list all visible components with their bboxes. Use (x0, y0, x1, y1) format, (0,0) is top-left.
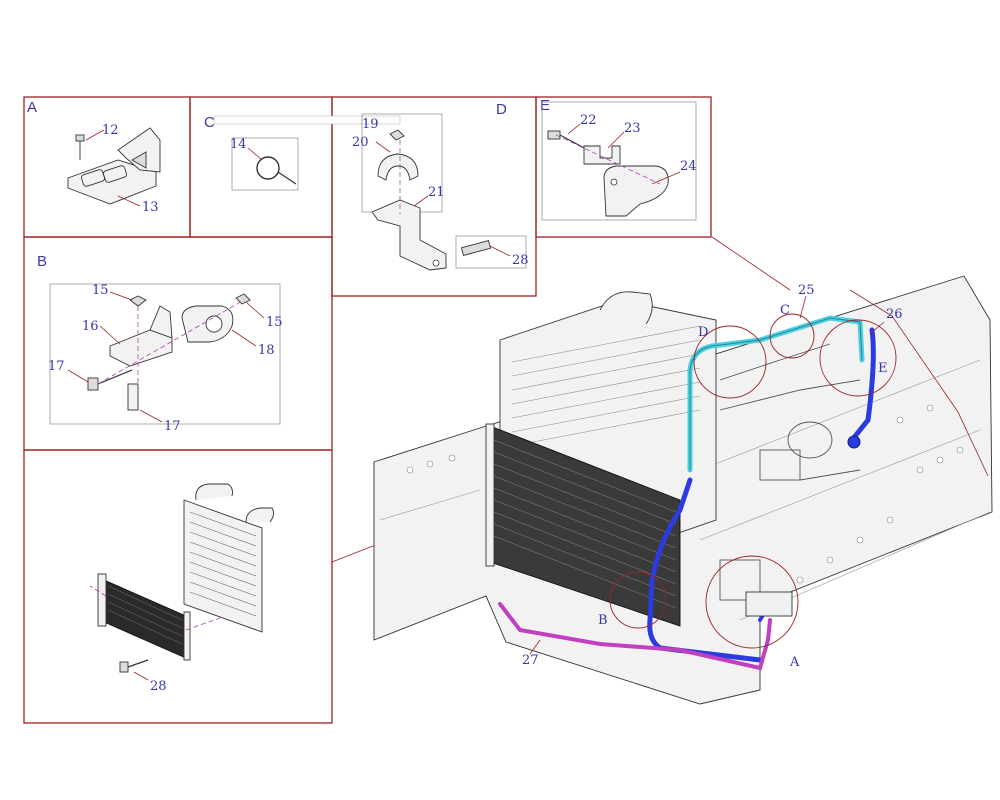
gusset (131, 151, 147, 169)
region-label-d: D (698, 325, 708, 340)
panel-c-label: C (204, 114, 215, 131)
bracket-frame (541, 101, 697, 221)
bolt-17a-icon (87, 377, 99, 391)
bolt-frame (455, 235, 527, 269)
callout-18: 18 (258, 343, 275, 358)
clamp-frame (231, 137, 299, 191)
callout-17b: 17 (164, 419, 181, 434)
callout-22: 22 (580, 113, 597, 128)
detail-circle-c (769, 313, 815, 359)
outline-e (849, 289, 989, 477)
bracket-16 (109, 329, 173, 367)
detail-circle-b (609, 571, 667, 629)
callout-21: 21 (428, 185, 445, 200)
bolt-28-f-icon (119, 661, 129, 673)
condenser-tank-left (97, 573, 107, 627)
bracket-16-upright (149, 305, 173, 339)
panel-f: 28 (89, 483, 275, 694)
callout-16: 16 (82, 319, 99, 334)
intercooler-inlet (195, 483, 233, 501)
bracket-b-frame (49, 283, 281, 425)
main-condenser-tank (485, 423, 495, 567)
region-label-c: C (780, 303, 790, 318)
panel-e-frame (535, 96, 712, 238)
callout-13: 13 (142, 200, 159, 215)
nut-15a-icon (129, 295, 147, 307)
panel-a: A 12 13 (27, 99, 161, 215)
plate-24 (603, 165, 669, 217)
panel-e: E 22 23 24 (540, 97, 697, 221)
mounting-plate (67, 159, 157, 205)
callout-14: 14 (230, 137, 247, 152)
detail-circle-d (693, 325, 767, 399)
callout-12: 12 (102, 123, 119, 138)
vertical-bracket (117, 127, 161, 173)
panel-c: C 14 (204, 114, 401, 191)
callout-17a: 17 (48, 359, 65, 374)
callout-19: 19 (362, 117, 379, 132)
pipe-blue-main (647, 477, 763, 663)
panel-e-label: E (540, 97, 550, 114)
region-label-b: B (598, 613, 608, 628)
callout-25: 25 (798, 283, 815, 298)
bolt-28-icon (460, 239, 492, 257)
p-clip-20-icon (377, 153, 419, 181)
bolt-22-icon (547, 130, 561, 140)
pipe-magenta-27 (498, 602, 772, 671)
callout-15a: 15 (92, 283, 109, 298)
intercooler-outlet (245, 507, 275, 523)
callout-27: 27 (522, 653, 539, 668)
detail-circle-e (819, 319, 897, 397)
pipe-blue-26 (849, 327, 876, 443)
panel-b: B 15 16 15 18 17 17 (37, 253, 283, 434)
callout-24: 24 (680, 159, 697, 174)
callout-20: 20 (352, 135, 369, 150)
callout-15b: 15 (266, 315, 283, 330)
callout-28-f: 28 (150, 679, 167, 694)
condenser-tank-right (183, 611, 191, 661)
label-strip (213, 115, 401, 125)
slot-2 (103, 165, 127, 183)
bracket-21 (371, 199, 447, 271)
nut-19-icon (389, 129, 405, 141)
intercooler-pipe (599, 291, 653, 325)
leader-e-area (711, 236, 791, 291)
panel-a-label: A (27, 99, 37, 116)
callout-28-d: 28 (512, 253, 529, 268)
clip-23 (583, 145, 621, 165)
callout-26: 26 (886, 307, 903, 322)
panel-b-label: B (37, 253, 47, 270)
panel-d-label: D (496, 101, 507, 118)
region-label-e: E (878, 361, 888, 376)
panel-d: D 19 20 21 28 (352, 101, 529, 271)
bolt-12-icon (75, 134, 85, 142)
main-assembly: 25 26 27 D C E B A (373, 236, 993, 705)
pipe-fitting (847, 435, 861, 449)
detail-circle-a (705, 555, 799, 649)
intercooler-core (183, 499, 263, 633)
region-label-a: A (789, 655, 800, 670)
bolt-17b-icon (127, 383, 139, 411)
receiver-drier (745, 591, 793, 617)
hose-clamp-14-icon (256, 156, 280, 180)
callout-23: 23 (624, 121, 641, 136)
nut-15b-icon (235, 293, 251, 305)
panel-f-frame (23, 449, 333, 724)
